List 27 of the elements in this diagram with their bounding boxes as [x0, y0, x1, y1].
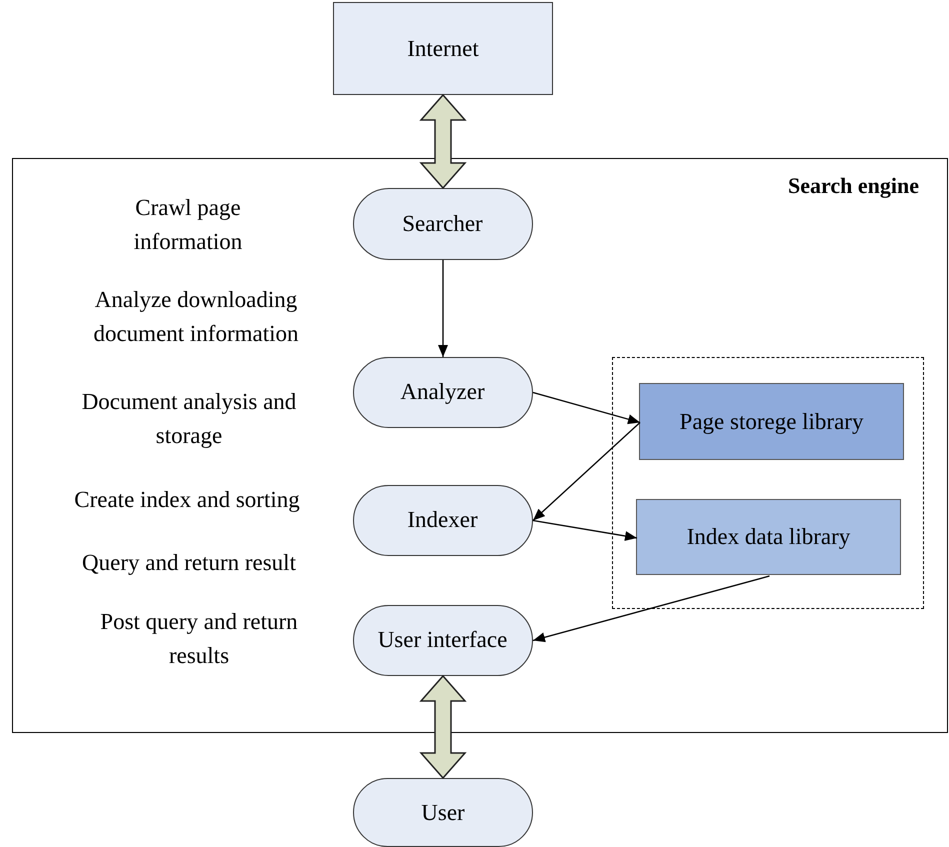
- arrow: [532, 422, 640, 521]
- arrow: [532, 575, 770, 642]
- arrow: [438, 260, 448, 357]
- node-label: User interface: [378, 627, 508, 653]
- node-label: Analyzer: [400, 379, 485, 405]
- group-box: [612, 356, 924, 608]
- node-label: Searcher: [402, 210, 483, 236]
- node-label: Index data library: [686, 524, 850, 550]
- node-label: Indexer: [407, 507, 478, 533]
- step-description: Crawl page information: [132, 194, 244, 256]
- step-description: Analyze downloading document information: [92, 286, 300, 348]
- node-label: Page storege library: [680, 408, 864, 434]
- node-label: User: [421, 800, 465, 826]
- double-arrow: [419, 94, 467, 190]
- double-arrow: [419, 674, 467, 780]
- step-description: Query and return result: [81, 549, 297, 577]
- step-description: Post query and return results: [99, 608, 299, 670]
- process-box: [333, 2, 553, 95]
- system-boundary: [12, 158, 948, 733]
- step-description: Create index and sorting: [73, 486, 301, 514]
- arrow: [532, 392, 640, 424]
- node-label: Internet: [407, 36, 479, 62]
- group-title: Search engine: [788, 173, 919, 199]
- storage-box: [636, 499, 901, 575]
- arrow: [532, 520, 638, 541]
- step-description: Document analysis and storage: [80, 388, 298, 450]
- storage-box: [639, 383, 904, 460]
